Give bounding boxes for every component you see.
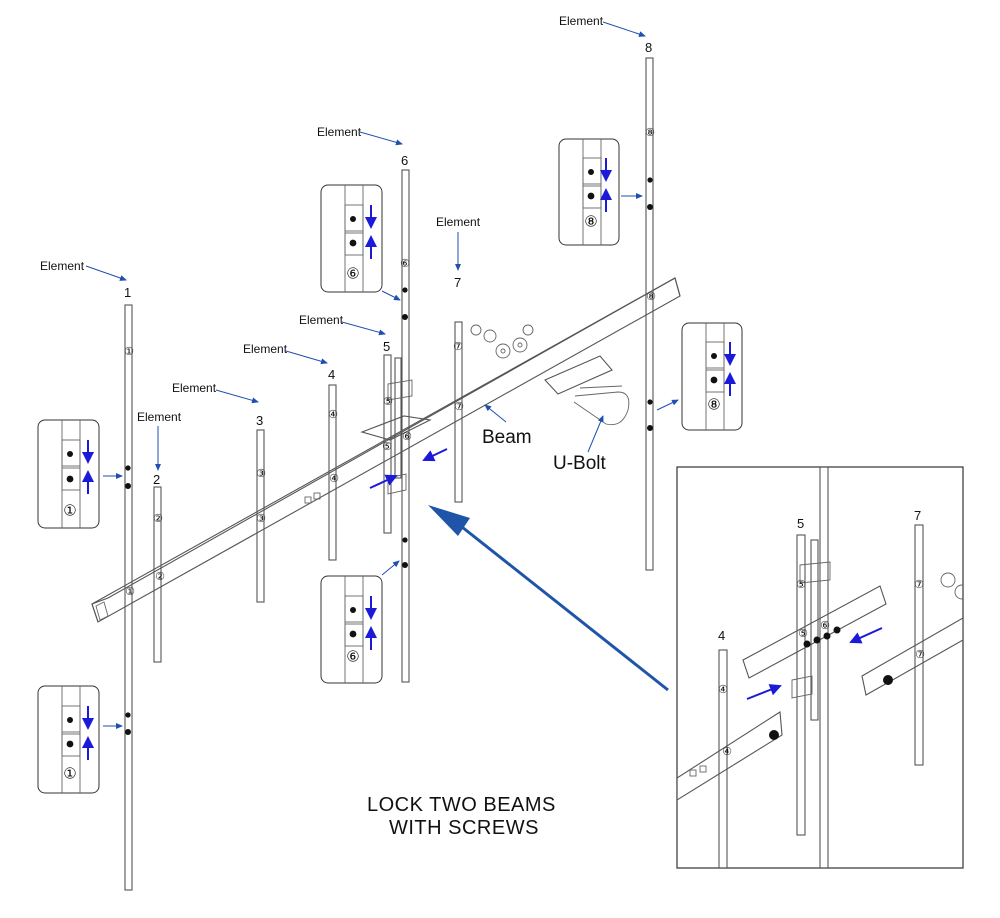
element-number-1: 1 [124, 285, 131, 300]
marker-beam-3: ③ [256, 513, 266, 525]
element-number-6: 6 [401, 153, 408, 168]
element-label-6: Element [317, 125, 362, 139]
element-rod-4 [328, 384, 337, 561]
element-label-7: Element [436, 215, 481, 229]
inset-marker-rod-7: ⑦ [914, 579, 924, 591]
element-number-4: 4 [328, 367, 335, 382]
callout-element-1-upper: ① [37, 419, 123, 529]
inset-marker-beam-7: ⑦ [915, 649, 925, 661]
callout-6-upper-marker: ⑥ [346, 266, 359, 283]
callout-1-lower-marker: ① [63, 766, 76, 783]
beam [91, 277, 681, 623]
marker-beam-4: ④ [329, 473, 339, 485]
callout-element-6-lower: ⑥ [320, 560, 400, 684]
marker-beam-8: ⑧ [646, 291, 656, 303]
inset-marker-beam-4: ④ [722, 746, 732, 758]
inset-element-number-4: 4 [718, 628, 725, 643]
inset-element-number-7: 7 [914, 508, 921, 523]
antenna-main-view: ① ① ② ② ③ ③ ④ ④ ⑤ ⑤ ⑥ ⑥ ⑦ ⑦ ⑧ ⑧ 1 2 3 4 … [40, 14, 681, 891]
element-number-3: 3 [256, 413, 263, 428]
element-label-4: Element [243, 342, 288, 356]
inset-marker-beam-6: ⑥ [820, 620, 830, 632]
callout-element-1-lower: ① [37, 685, 123, 794]
element-rod-5 [383, 354, 392, 534]
element-number-5: 5 [383, 339, 390, 354]
element-rod-1 [124, 304, 133, 891]
beam-label: Beam [482, 427, 532, 448]
inset-detail-view: 4 5 7 ④ ④ ⑤ ⑤ ⑥ ⑦ ⑦ [676, 466, 964, 869]
element-rod-7 [454, 321, 463, 503]
element-rod-2 [153, 486, 162, 663]
element-rod-3 [256, 429, 265, 603]
element-labels: Element Element Element Element Element … [40, 14, 646, 471]
title-line-2: WITH SCREWS [389, 817, 539, 839]
element-number-7: 7 [454, 275, 461, 290]
inset-marker-rod-4: ④ [718, 684, 728, 696]
marker-rod-4: ④ [328, 409, 338, 421]
callout-element-8-lower: ⑧ [656, 322, 743, 431]
beam-joint-arrows [369, 448, 448, 489]
inset-pointer-arrow [428, 505, 669, 692]
inset-marker-beam-5: ⑤ [798, 628, 808, 640]
element-numbers: 1 2 3 4 5 6 7 8 [124, 40, 652, 487]
callout-1-upper-marker: ① [63, 503, 76, 520]
rod-joint-markers [125, 177, 653, 735]
marker-rod-2: ② [153, 513, 163, 525]
marker-rod-3: ③ [256, 468, 266, 480]
marker-beam-6: ⑥ [402, 431, 412, 443]
element-label-8: Element [559, 14, 604, 28]
marker-rod-5: ⑤ [383, 396, 393, 408]
marker-beam-7: ⑦ [454, 401, 464, 413]
rod-marker-labels: ① ① ② ② ③ ③ ④ ④ ⑤ ⑤ ⑥ ⑥ ⑦ ⑦ ⑧ ⑧ [124, 127, 656, 598]
inset-element-number-5: 5 [797, 516, 804, 531]
marker-beam-1: ① [125, 586, 135, 598]
element-label-3: Element [172, 381, 217, 395]
callout-6-lower-marker: ⑥ [346, 649, 359, 666]
element-number-2: 2 [153, 472, 160, 487]
marker-rod-8: ⑧ [645, 127, 655, 139]
part-labels: Beam U-Bolt [482, 404, 607, 474]
element-label-5: Element [299, 313, 344, 327]
callout-8-upper-marker: ⑧ [584, 214, 597, 231]
element-rod-8 [645, 57, 654, 571]
beam-joint-bracket [304, 379, 432, 504]
element-label-1: Element [40, 259, 85, 273]
element-rod-6 [401, 169, 410, 683]
callout-8-lower-marker: ⑧ [707, 397, 720, 414]
inset-marker-rod-5: ⑤ [796, 579, 806, 591]
ubolt-label: U-Bolt [553, 453, 607, 474]
element-number-8: 8 [645, 40, 652, 55]
title-line-1: LOCK TWO BEAMS [367, 794, 556, 816]
instruction-title: LOCK TWO BEAMS WITH SCREWS [367, 794, 556, 839]
marker-beam-2: ② [155, 571, 165, 583]
marker-rod-7: ⑦ [453, 341, 463, 353]
u-bolt-assembly [470, 324, 630, 426]
callout-element-6-upper: ⑥ [320, 184, 401, 301]
element-rod-6a [394, 357, 402, 479]
callout-element-8-upper: ⑧ [558, 138, 643, 246]
marker-rod-6: ⑥ [400, 258, 410, 270]
element-label-2: Element [137, 410, 182, 424]
marker-beam-5: ⑤ [382, 441, 392, 453]
marker-rod-1-top: ① [124, 346, 134, 358]
